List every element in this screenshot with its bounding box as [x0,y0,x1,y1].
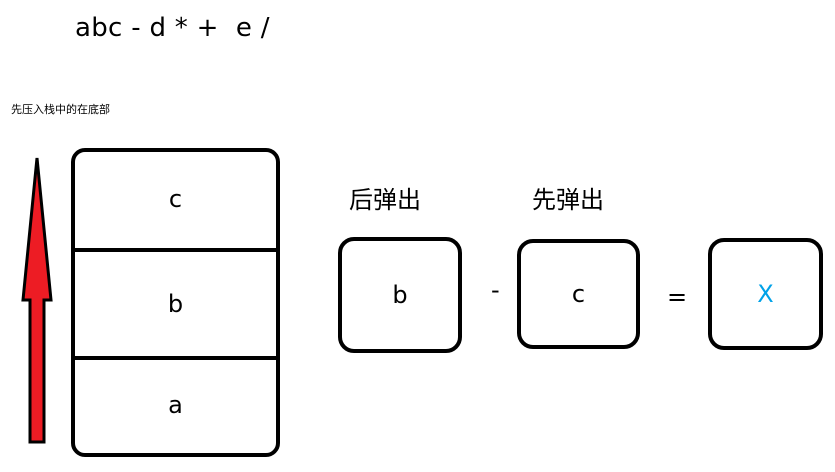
left-operand-box: b [338,237,462,353]
equals-sign: = [667,283,688,311]
first-popped-label: 先弹出 [532,186,604,214]
right-operand: c [571,280,586,308]
later-popped-label: 后弹出 [349,186,421,214]
right-operand-box: c [517,239,640,349]
result-value: X [757,280,774,308]
result-box: X [708,238,823,350]
stack-container: c b a [71,148,280,457]
stack-bottom-note: 先压入栈中的在底部 [11,103,110,116]
push-direction-arrow-icon [21,157,53,444]
operator: - [491,276,500,304]
stack-cell-middle: b [75,248,276,360]
postfix-expression: abc - d * + e / [75,13,270,43]
stack-cell-bottom: a [168,390,183,419]
left-operand: b [392,281,408,309]
stack-cell-top: c [168,184,183,213]
